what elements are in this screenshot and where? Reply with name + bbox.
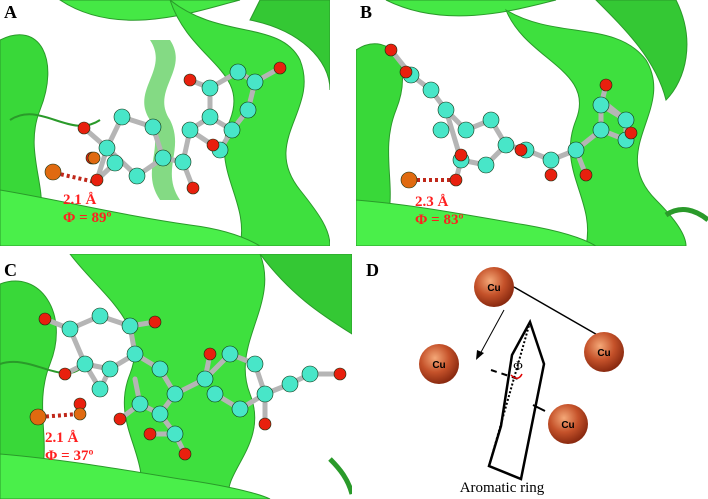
phi-symbol: Φ [513, 358, 523, 373]
ring-tick [532, 404, 546, 412]
distance-label: 2.1 Å [63, 192, 97, 208]
angle-label: Φ = 89º [63, 210, 112, 226]
cu-label: Cu [561, 420, 574, 431]
cu-sphere [548, 404, 588, 444]
protein-ribbon-render-b [356, 0, 708, 246]
cu-sphere [474, 267, 514, 307]
angle-arc [510, 373, 523, 379]
ring-caption: Aromatic ring [460, 480, 545, 496]
cu-label: Cu [597, 348, 610, 359]
distance-label: 2.1 Å [45, 430, 79, 446]
angle-label: Φ = 83º [415, 212, 464, 228]
panel-label: B [360, 2, 373, 22]
ring-axis-dotted [488, 321, 531, 467]
copper-ring-schematic: Cu Cu Cu Cu Φ Aromatic ring [356, 254, 708, 499]
distance-label: 2.3 Å [415, 194, 449, 210]
cu-sphere [584, 332, 624, 372]
protein-ribbon-render-c [0, 254, 352, 499]
cu-label: Cu [432, 360, 445, 371]
cu-label: Cu [487, 283, 500, 294]
cu-cu-bond-line [513, 286, 602, 338]
angle-label: Φ = 37º [45, 448, 94, 464]
arrow-head [476, 350, 484, 360]
protein-ribbon-render-a [0, 0, 330, 246]
panel-label: A [4, 2, 17, 22]
cu-sphere [419, 344, 459, 384]
panel-label: C [4, 260, 17, 280]
direction-arrow [479, 309, 505, 355]
panel-b: B 2.3 Å Φ = 83º [356, 0, 708, 246]
panel-d: Cu Cu Cu Cu Φ Aromatic ring D [356, 254, 708, 499]
panel-label: D [366, 260, 379, 280]
panel-c: C 2.1 Å Φ = 37º [0, 254, 352, 499]
panel-a: A 2.1 Å Φ = 89º [0, 0, 330, 246]
